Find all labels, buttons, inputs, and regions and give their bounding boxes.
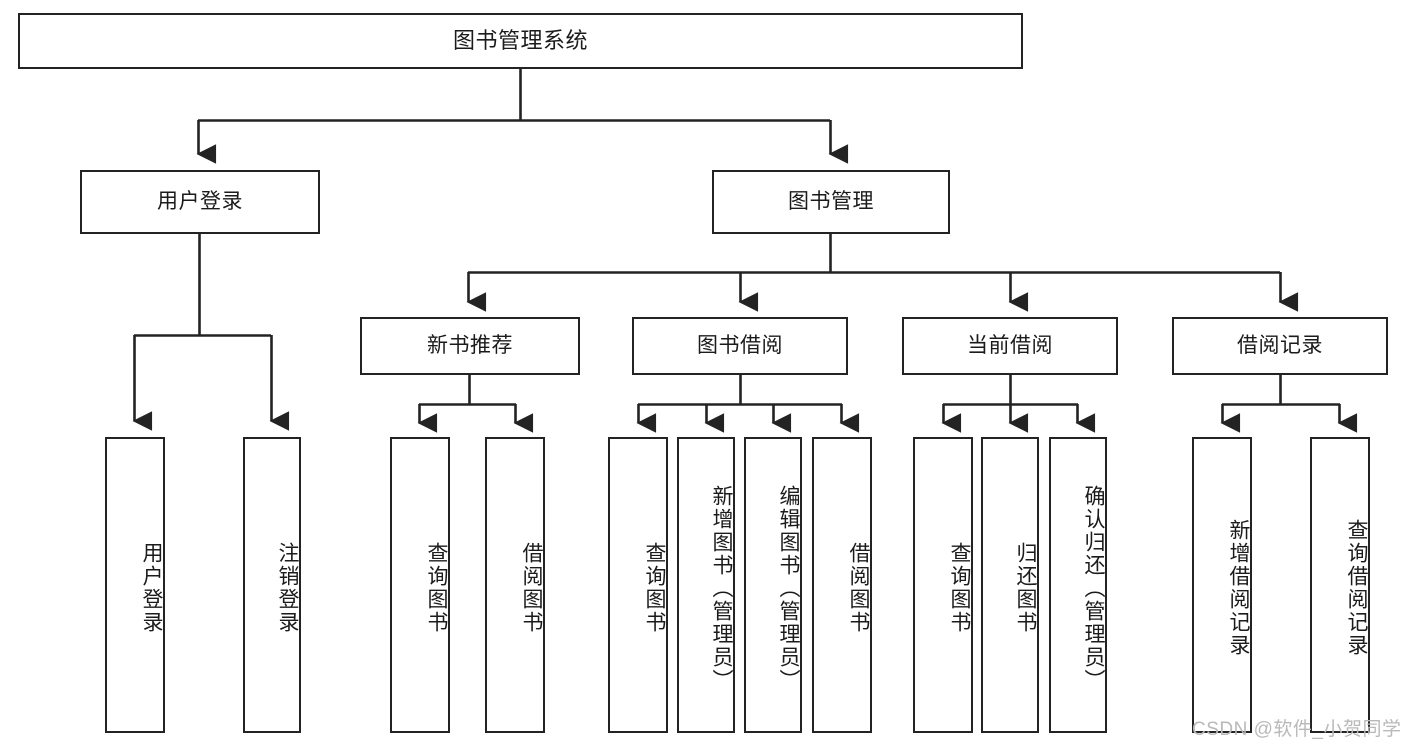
- node-borrow-record-label: 借阅记录: [1237, 333, 1323, 357]
- node-leaf-user-login-label: 用户登录: [140, 542, 163, 634]
- node-book-borrow[interactable]: 图书借阅: [632, 317, 848, 375]
- node-book-manage[interactable]: 图书管理: [712, 170, 950, 234]
- node-leaf-query-book-1[interactable]: 查询图书: [390, 437, 450, 733]
- node-leaf-add-book-label: 新增图书（管理员）: [710, 484, 733, 692]
- node-leaf-borrow-book-2[interactable]: 借阅图书: [812, 437, 872, 733]
- node-leaf-confirm-return[interactable]: 确认归还（管理员）: [1049, 437, 1107, 733]
- node-leaf-query-book-3[interactable]: 查询图书: [913, 437, 973, 733]
- node-leaf-query-book-2[interactable]: 查询图书: [608, 437, 668, 733]
- node-leaf-confirm-return-label: 确认归还（管理员）: [1082, 484, 1105, 692]
- node-leaf-edit-book[interactable]: 编辑图书（管理员）: [744, 437, 802, 733]
- node-leaf-query-book-2-label: 查询图书: [643, 542, 666, 634]
- node-leaf-add-book[interactable]: 新增图书（管理员）: [677, 437, 735, 733]
- node-new-book-recommend-label: 新书推荐: [427, 333, 513, 357]
- node-root-system[interactable]: 图书管理系统: [18, 13, 1023, 69]
- node-book-borrow-label: 图书借阅: [697, 333, 783, 357]
- node-leaf-query-book-1-label: 查询图书: [425, 542, 448, 634]
- node-leaf-logout-label: 注销登录: [276, 542, 299, 634]
- node-leaf-query-book-3-label: 查询图书: [948, 542, 971, 634]
- node-user-login-label: 用户登录: [157, 189, 243, 213]
- node-leaf-return-book[interactable]: 归还图书: [981, 437, 1039, 733]
- node-leaf-borrow-book-1[interactable]: 借阅图书: [485, 437, 545, 733]
- node-root-label: 图书管理系统: [452, 28, 588, 54]
- node-leaf-borrow-book-1-label: 借阅图书: [520, 542, 543, 634]
- node-leaf-edit-book-label: 编辑图书（管理员）: [777, 484, 800, 692]
- node-leaf-add-borrow-record[interactable]: 新增借阅记录: [1192, 437, 1252, 733]
- node-book-manage-label: 图书管理: [788, 189, 874, 213]
- node-user-login[interactable]: 用户登录: [80, 170, 320, 234]
- node-borrow-record[interactable]: 借阅记录: [1172, 317, 1388, 375]
- node-leaf-query-borrow-record[interactable]: 查询借阅记录: [1310, 437, 1370, 733]
- node-leaf-add-borrow-record-label: 新增借阅记录: [1227, 519, 1250, 657]
- node-leaf-query-borrow-record-label: 查询借阅记录: [1345, 519, 1368, 657]
- node-leaf-user-login[interactable]: 用户登录: [105, 437, 165, 733]
- node-leaf-logout[interactable]: 注销登录: [243, 437, 301, 733]
- node-new-book-recommend[interactable]: 新书推荐: [360, 317, 580, 375]
- node-leaf-borrow-book-2-label: 借阅图书: [847, 542, 870, 634]
- node-leaf-return-book-label: 归还图书: [1014, 542, 1037, 634]
- node-current-borrow-label: 当前借阅: [967, 333, 1053, 357]
- csdn-watermark: CSDN @软件_小贺同学: [1192, 719, 1402, 740]
- node-current-borrow[interactable]: 当前借阅: [902, 317, 1118, 375]
